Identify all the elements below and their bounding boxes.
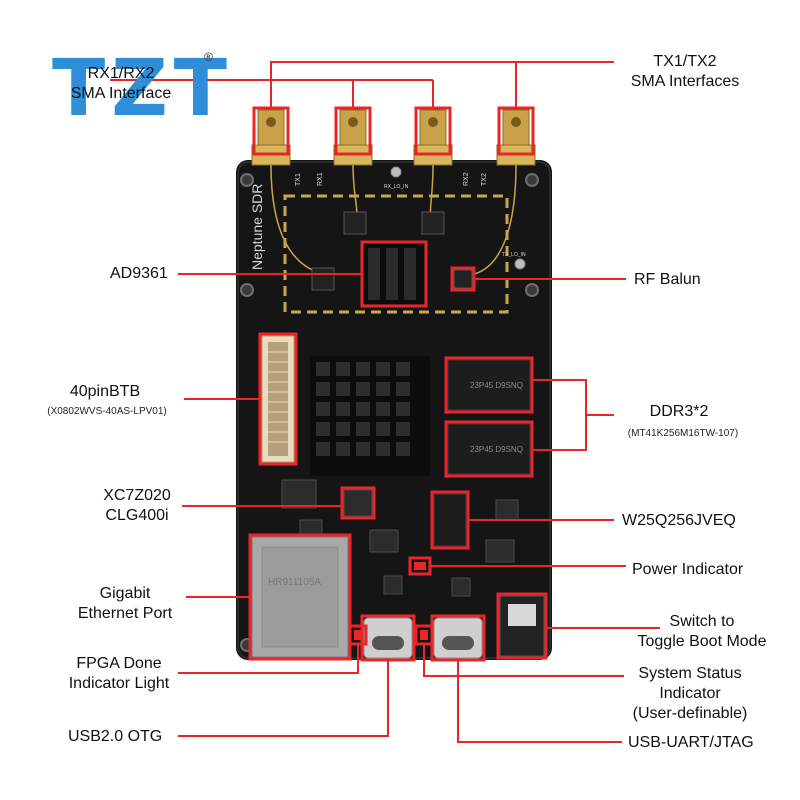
small-components	[281, 479, 519, 597]
label-flash: W25Q256JVEQ	[622, 512, 736, 529]
label-tx-sma-line2: SMA Interfaces	[630, 73, 740, 90]
balun-chip-1	[343, 211, 367, 235]
ad9361-heatsink	[364, 244, 424, 304]
label-ethernet-line2: Ethernet Port	[77, 605, 173, 622]
tx-lo-connector	[514, 258, 526, 270]
logo-text: TZT	[52, 44, 233, 134]
line-tx-sma	[270, 61, 614, 108]
label-fpga-done-line2: Indicator Light	[68, 675, 170, 692]
label-fpga-done-line1: FPGA Done	[76, 655, 162, 672]
label-status: System Status Indicator (User-definable)	[618, 664, 762, 724]
sma-connector-rx2	[413, 109, 453, 166]
label-ethernet: Gigabit Ethernet Port	[62, 584, 188, 624]
usb-c-uart-port	[433, 617, 483, 659]
label-fpga-line2: CLG400i	[105, 507, 169, 524]
ethernet-jack: HR911105A	[251, 536, 349, 658]
registered-mark: ®	[204, 50, 213, 64]
rf-shield-outline	[283, 194, 509, 314]
line-uart	[457, 660, 622, 743]
brand-logo: TZT ®	[48, 44, 227, 134]
box-fpga	[340, 486, 376, 520]
label-boot-switch-line2: Toggle Boot Mode	[637, 633, 767, 650]
usb-c-otg-port	[363, 617, 413, 659]
label-ethernet-line1: Gigabit	[99, 585, 151, 602]
box-ddr-1	[444, 356, 534, 414]
svg-text:23P45 D9SNQ: 23P45 D9SNQ	[470, 445, 523, 454]
callout-lines	[110, 61, 660, 743]
label-status-line2: Indicator	[659, 685, 721, 702]
label-status-line3: (User-definable)	[632, 705, 748, 722]
sma-connector-tx2	[496, 109, 536, 166]
rx-lo-connector	[390, 166, 402, 178]
fpga-done-led	[354, 630, 362, 640]
label-boot-switch: Switch to Toggle Boot Mode	[622, 612, 782, 652]
rf-trace-right	[469, 164, 517, 276]
label-rx-sma: RX1/RX2 SMA Interface	[56, 64, 186, 104]
label-rf-balun: RF Balun	[634, 271, 701, 288]
label-power: Power Indicator	[632, 561, 744, 578]
label-btb-part: (X0802WVS-40AS-LPV01)	[47, 406, 167, 417]
ddr-chip-1: 23P45 D9SNQ	[447, 359, 531, 411]
label-btb-line1: 40pinBTB	[69, 383, 141, 400]
svg-text:HR911105A: HR911105A	[268, 577, 321, 588]
sma-connector-rx1	[333, 109, 373, 166]
silk-rx-lo: RX_LO_IN	[384, 184, 409, 190]
power-led	[414, 562, 426, 570]
flash-chip	[433, 493, 467, 547]
label-rx-sma-line1: RX1/RX2	[87, 65, 155, 82]
label-otg: USB2.0 OTG	[68, 728, 163, 745]
box-boot-switch	[496, 592, 548, 660]
label-ddr-line1: DDR3*2	[649, 403, 709, 420]
label-boot-switch-line1: Switch to	[669, 613, 735, 630]
silk-tx2: TX2	[481, 173, 488, 186]
label-tx-sma: TX1/TX2 SMA Interfaces	[610, 52, 760, 92]
line-status	[423, 644, 624, 677]
label-ddr-part: (MT41K256M16TW-107)	[627, 428, 739, 439]
balun-chip-3	[311, 267, 335, 291]
rf-balun-chip	[453, 269, 473, 289]
label-fpga-done: FPGA Done Indicator Light	[54, 654, 184, 694]
line-fpga-done	[178, 644, 359, 674]
silk-tx1: TX1	[295, 173, 302, 186]
fpga-heatsink	[310, 356, 430, 476]
silk-rx2: RX2	[463, 172, 470, 186]
board-name-silk: Neptune SDR	[249, 184, 265, 270]
line-otg	[178, 660, 389, 737]
label-ad9361: AD9361	[110, 265, 168, 282]
label-fpga-line1: XC7Z020	[103, 487, 171, 504]
line-ddr	[532, 379, 614, 451]
label-uart: USB-UART/JTAG	[628, 734, 754, 751]
balun-chip-2	[421, 211, 445, 235]
label-status-line1: System Status	[638, 665, 742, 682]
silk-rx1: RX1	[317, 172, 324, 186]
boot-switch	[499, 595, 545, 657]
status-led	[420, 630, 428, 640]
label-fpga: XC7Z020 CLG400i	[92, 486, 182, 526]
label-btb: 40pinBTB	[30, 382, 180, 402]
label-rx-sma-line2: SMA Interface	[70, 85, 172, 102]
label-ddr: DDR3*2	[614, 402, 744, 422]
ddr-chip-2: 23P45 D9SNQ	[447, 423, 531, 475]
silk-tx-lo: TX_LO_IN	[502, 252, 526, 258]
svg-text:23P45 D9SNQ: 23P45 D9SNQ	[470, 381, 523, 390]
sma-connector-tx1	[251, 109, 291, 166]
btb-connector	[261, 335, 295, 463]
label-tx-sma-line1: TX1/TX2	[653, 53, 717, 70]
